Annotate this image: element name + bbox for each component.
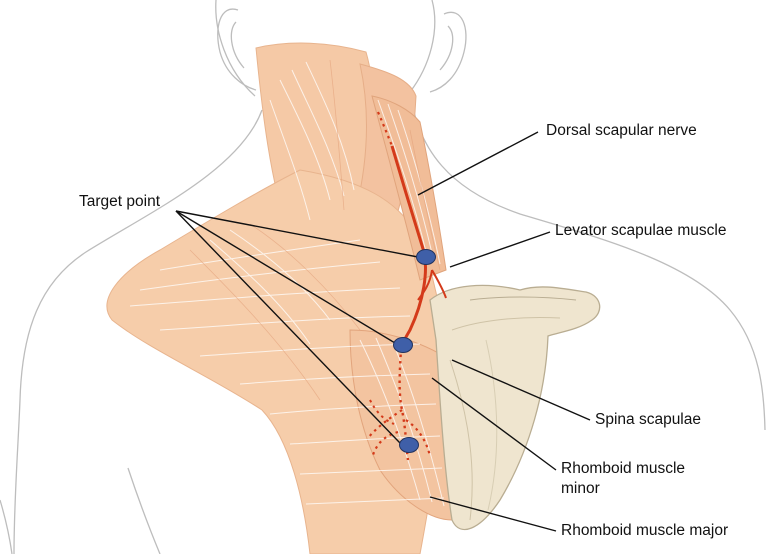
leader-rhomboid-minor bbox=[431, 377, 557, 471]
leader-target-1 bbox=[175, 210, 419, 258]
leader-dorsal-scapular-nerve bbox=[417, 131, 539, 196]
leader-target-3 bbox=[175, 210, 401, 444]
label-dorsal-scapular-nerve: Dorsal scapular nerve bbox=[546, 122, 697, 139]
label-spina-scapulae: Spina scapulae bbox=[595, 411, 701, 428]
target-points bbox=[393, 249, 436, 453]
leader-rhomboid-major bbox=[429, 496, 557, 532]
label-rhomboid-minor-line1: Rhomboid muscle bbox=[561, 460, 686, 477]
target-marker-icon bbox=[399, 437, 419, 453]
label-levator-scapulae-muscle: Levator scapulae muscle bbox=[555, 222, 727, 239]
leader-spina-scapulae bbox=[451, 359, 591, 421]
leader-target-2 bbox=[175, 210, 396, 344]
label-target-point: Target point bbox=[79, 193, 160, 210]
muscle-layer bbox=[106, 42, 453, 554]
scapula-bone bbox=[429, 284, 601, 531]
leader-levator-scapulae bbox=[449, 231, 551, 268]
leader-lines bbox=[175, 131, 591, 532]
target-marker-icon bbox=[393, 337, 413, 353]
target-marker-icon bbox=[416, 249, 436, 265]
label-rhomboid-major: Rhomboid muscle major bbox=[561, 522, 729, 539]
label-rhomboid-minor-line2: minor bbox=[561, 480, 600, 497]
